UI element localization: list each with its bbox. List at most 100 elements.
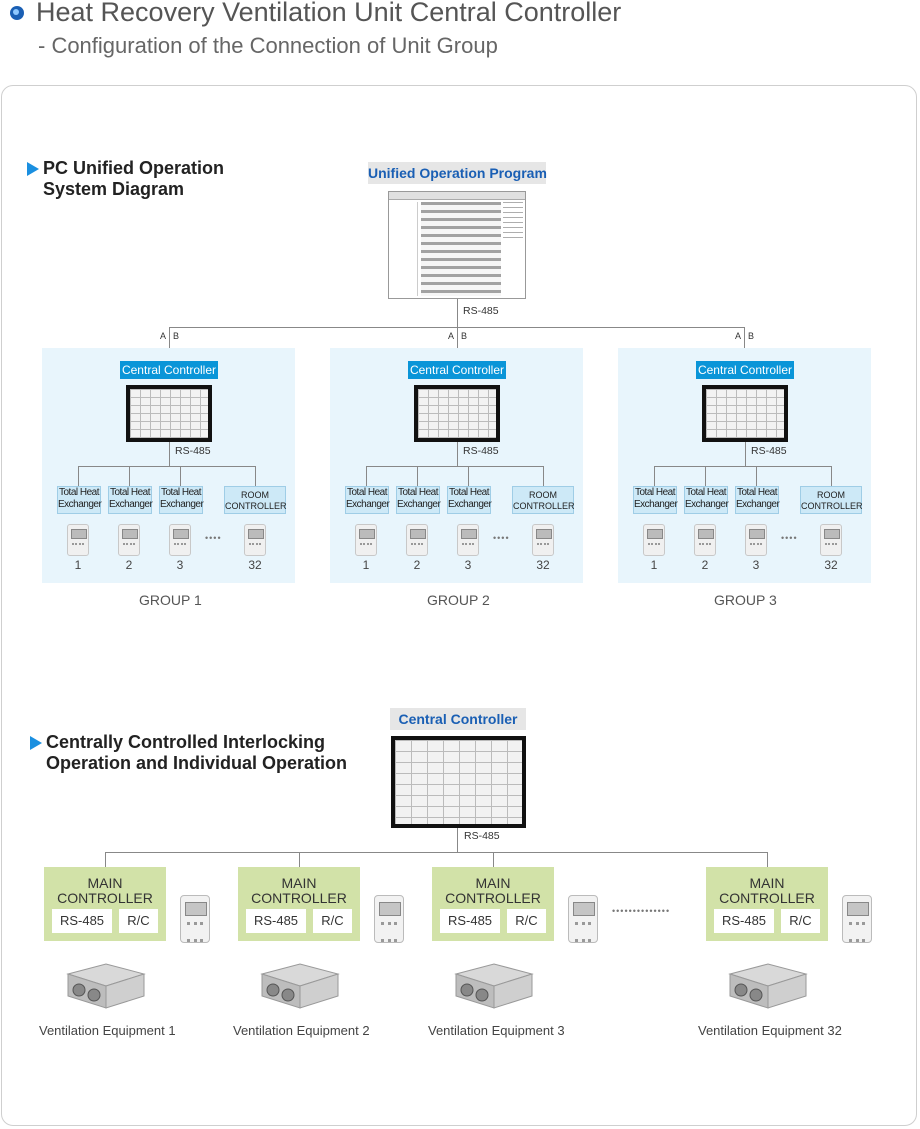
remote-controller-icon [643, 524, 665, 556]
rs485-bus-line [105, 852, 768, 853]
central-controller-screen [414, 385, 500, 442]
unit-number: 1 [362, 558, 370, 572]
section1-arrow-icon [27, 162, 39, 176]
group-drop [255, 466, 256, 486]
remote-controller-icon [67, 524, 89, 556]
central-controller-tag: Central Controller [390, 708, 526, 730]
ventilation-equipment-label: Ventilation Equipment 1 [39, 1023, 176, 1038]
unified-program-label: Unified Operation Program [368, 162, 547, 184]
unit-number: 32 [248, 558, 262, 572]
group-trunk-line [745, 442, 746, 466]
total-heat-exchanger-3: Total Heat Exchanger [735, 486, 780, 514]
room-controller: ROOM CONTROLLER [512, 486, 575, 514]
room-controller: ROOM CONTROLLER [224, 486, 287, 514]
unit-number: 2 [701, 558, 709, 572]
ellipsis-dots: •••••••••••••• [612, 906, 671, 916]
rs485-trunk-line [457, 828, 458, 852]
central-controller-screen-large [391, 736, 526, 828]
group-label-1: GROUP 1 [139, 592, 202, 608]
section2-arrow-icon [30, 736, 42, 750]
total-heat-exchanger-1: Total Heat Exchanger [633, 486, 678, 514]
group-bus-line [654, 466, 832, 467]
rc-port: R/C [781, 909, 820, 933]
total-heat-exchanger-2: Total Heat Exchanger [108, 486, 153, 514]
bus-drop-2 [457, 327, 458, 348]
bus-b-label: B [173, 331, 180, 341]
group-label-3: GROUP 3 [714, 592, 777, 608]
group-rs485-label: RS-485 [751, 445, 787, 457]
unit-number: 2 [413, 558, 421, 572]
bus-drop-3 [744, 327, 745, 348]
bus-a-label: A [735, 331, 742, 341]
unit-number: 3 [464, 558, 472, 572]
group-bus-line [78, 466, 256, 467]
main-controller-32: MAIN CONTROLLER RS-485 R/C [706, 867, 828, 941]
unit-number: 32 [824, 558, 838, 572]
remote-controller-icon [180, 895, 210, 943]
remote-controller-icon [842, 895, 872, 943]
remote-controller-icon [532, 524, 554, 556]
remote-controller-icon [568, 895, 598, 943]
group-trunk-line [457, 442, 458, 466]
main-controller-title: MAIN CONTROLLER [251, 875, 347, 906]
rs485-port: RS-485 [246, 909, 306, 933]
main-controller-title: MAIN CONTROLLER [445, 875, 541, 906]
unit-number: 2 [125, 558, 133, 572]
ellipsis-dots: •••• [781, 533, 798, 543]
bus-drop-1 [105, 852, 106, 867]
group-drop [366, 466, 367, 486]
bus-b-label: B [461, 331, 468, 341]
remote-controller-icon [820, 524, 842, 556]
central-controller-label: Central Controller [120, 361, 218, 379]
group-rs485-label: RS-485 [463, 445, 499, 457]
bus-b-label: B [748, 331, 755, 341]
group-label-2: GROUP 2 [427, 592, 490, 608]
central-controller-screen [126, 385, 212, 442]
group-panel-2: Central Controller RS-485 Total Heat Exc… [330, 348, 583, 583]
central-controller-label: Central Controller [408, 361, 506, 379]
page-subtitle: - Configuration of the Connection of Uni… [38, 33, 498, 58]
section2-title: Centrally Controlled Interlocking Operat… [46, 732, 347, 774]
remote-controller-icon [355, 524, 377, 556]
bus-drop-3 [493, 852, 494, 867]
total-heat-exchanger-3: Total Heat Exchanger [447, 486, 492, 514]
ventilation-unit-image [66, 963, 146, 1009]
ventilation-equipment-label: Ventilation Equipment 2 [233, 1023, 370, 1038]
section1-title-line1: PC Unified Operation [43, 158, 225, 178]
section2-title-line2: Operation and Individual Operation [46, 753, 348, 773]
remote-controller-icon [694, 524, 716, 556]
unit-number: 1 [74, 558, 82, 572]
rs485-port: RS-485 [440, 909, 500, 933]
total-heat-exchanger-3: Total Heat Exchanger [159, 486, 204, 514]
page-title: Heat Recovery Ventilation Unit Central C… [36, 0, 622, 27]
room-controller: ROOM CONTROLLER [800, 486, 863, 514]
ellipsis-dots: •••• [205, 533, 222, 543]
rc-port: R/C [119, 909, 158, 933]
main-controller-title: MAIN CONTROLLER [719, 875, 815, 906]
ventilation-unit-image [260, 963, 340, 1009]
unit-number: 3 [752, 558, 760, 572]
total-heat-exchanger-1: Total Heat Exchanger [57, 486, 102, 514]
rc-port: R/C [507, 909, 546, 933]
ventilation-equipment-label: Ventilation Equipment 3 [428, 1023, 565, 1038]
group-trunk-line [169, 442, 170, 466]
main-controller-title: MAIN CONTROLLER [57, 875, 153, 906]
group-drop [831, 466, 832, 486]
rc-port: R/C [313, 909, 352, 933]
bus-drop-1 [169, 327, 170, 348]
bus-drop-2 [299, 852, 300, 867]
group-drop [756, 466, 757, 486]
title-bullet-icon [10, 6, 24, 20]
section1-title: PC Unified Operation System Diagram [43, 158, 224, 200]
remote-controller-icon [406, 524, 428, 556]
bus-drop-4 [767, 852, 768, 867]
group-drop [417, 466, 418, 486]
remote-controller-icon [244, 524, 266, 556]
rs485-trunk-line [457, 299, 458, 327]
group-panel-3: Central Controller RS-485 Total Heat Exc… [618, 348, 871, 583]
ellipsis-dots: •••• [493, 533, 510, 543]
group-drop [543, 466, 544, 486]
group-drop [78, 466, 79, 486]
remote-controller-icon [118, 524, 140, 556]
ventilation-unit-image [454, 963, 534, 1009]
